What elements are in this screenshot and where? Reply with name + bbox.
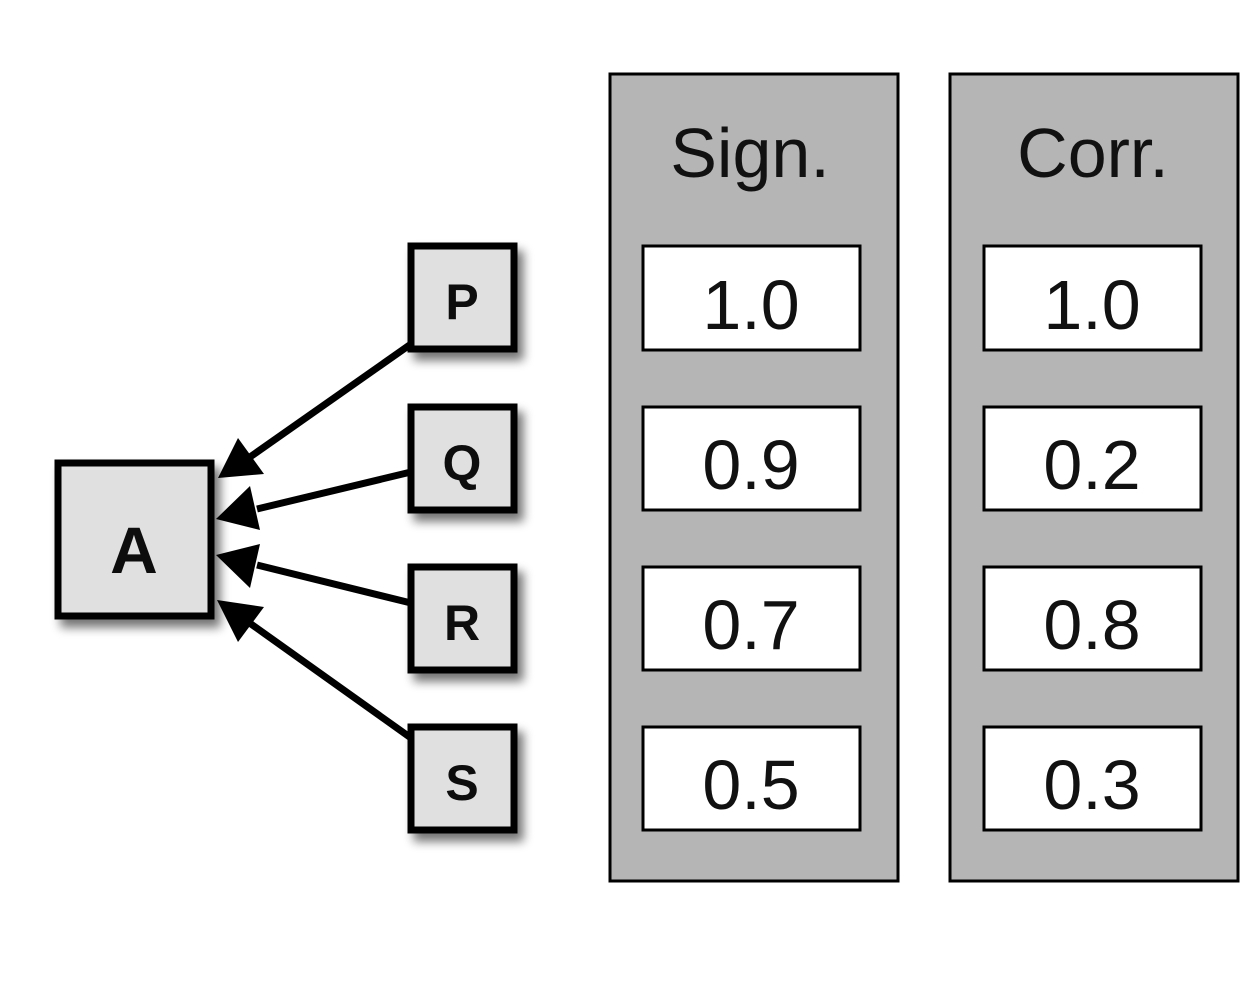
value-cell: 0.7 — [702, 586, 799, 664]
arrowhead-r-icon — [216, 544, 260, 588]
value-cell-box — [982, 244, 1203, 352]
value-cell: 0.9 — [702, 426, 799, 504]
panel-corr-title: Corr. — [1017, 114, 1169, 192]
source-node-box — [407, 563, 518, 674]
edge-s-to-a — [248, 621, 414, 741]
panel-sign-title: Sign. — [670, 114, 830, 192]
target-node-label: A — [110, 513, 158, 587]
panel-corr: Corr. 1.0 0.2 0.8 0.3 — [948, 72, 1240, 883]
target-node-box — [54, 459, 215, 620]
source-node-label: R — [444, 595, 480, 651]
value-cell: 0.3 — [1043, 746, 1140, 824]
arrowhead-s-icon — [217, 600, 264, 642]
value-cell: 0.2 — [1043, 426, 1140, 504]
source-node-label: P — [445, 274, 478, 330]
value-cell-box — [982, 405, 1203, 512]
value-cell: 1.0 — [702, 266, 799, 344]
arrowhead-q-icon — [216, 486, 260, 530]
source-node-s: S — [407, 723, 518, 834]
value-cell-box — [641, 244, 862, 352]
target-node-a: A — [54, 459, 215, 620]
arrowhead-p-icon — [218, 438, 264, 478]
value-cell-box — [982, 725, 1203, 832]
edge-q-to-a — [256, 468, 412, 513]
value-cell-box — [641, 565, 862, 672]
edge-r-to-a — [256, 561, 412, 607]
source-node-label: Q — [443, 435, 482, 491]
value-cell-box — [641, 725, 862, 832]
value-cell-box — [982, 565, 1203, 672]
value-cell: 0.8 — [1043, 586, 1140, 664]
source-node-box — [407, 403, 518, 514]
source-node-label: S — [445, 755, 478, 811]
panel-sign: Sign. 1.0 0.9 0.7 0.5 — [608, 72, 900, 883]
edge-p-to-a — [247, 341, 414, 460]
source-node-box — [407, 242, 518, 353]
source-node-r: R — [407, 563, 518, 674]
source-node-box — [407, 723, 518, 834]
source-node-q: Q — [407, 403, 518, 514]
edges — [216, 341, 414, 741]
value-cell-box — [641, 405, 862, 512]
value-cell: 1.0 — [1043, 266, 1140, 344]
value-cell: 0.5 — [702, 746, 799, 824]
source-node-p: P — [407, 242, 518, 353]
